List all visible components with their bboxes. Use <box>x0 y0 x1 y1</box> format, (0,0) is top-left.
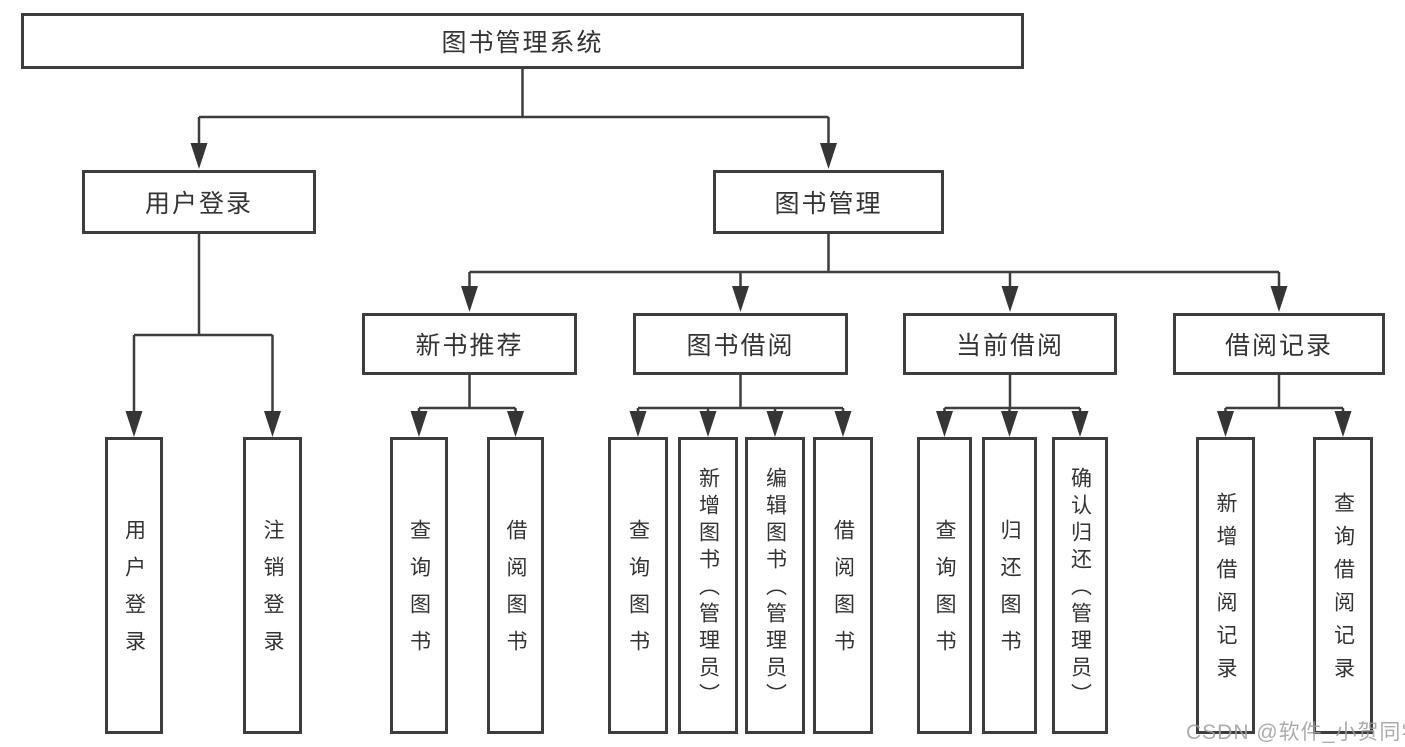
leaf-query-books-recommend-label: 查询图书 <box>407 518 431 667</box>
node-book-borrowing: 图书借阅 <box>633 313 848 375</box>
leaf-logout-label: 注销登录 <box>261 518 284 667</box>
leaf-query-books-current-label: 查询图书 <box>933 518 956 667</box>
arrowhead-icon <box>629 411 647 437</box>
arrowhead-icon <box>936 411 953 437</box>
arrowhead-icon <box>732 286 749 312</box>
watermark: CSDN @软件_小贺同学 <box>1186 721 1405 744</box>
leaf-user-login: 用户登录 <box>105 437 163 734</box>
leaf-add-borrow-record: 新增借阅记录 <box>1196 437 1255 734</box>
arrowhead-icon <box>834 411 852 437</box>
node-user-login-group: 用户登录 <box>82 170 316 234</box>
arrowhead-icon <box>1217 411 1234 437</box>
arrowhead-icon <box>699 411 717 437</box>
leaf-query-borrow-record-label: 查询借阅记录 <box>1331 492 1355 690</box>
leaf-query-borrow-record: 查询借阅记录 <box>1313 437 1373 734</box>
node-book-borrowing-label: 图书借阅 <box>686 332 795 360</box>
node-book-management-group: 图书管理 <box>713 170 944 234</box>
leaf-logout: 注销登录 <box>243 437 302 734</box>
leaf-borrow-books: 借阅图书 <box>813 437 873 734</box>
leaf-query-books-recommend: 查询图书 <box>390 437 448 734</box>
arrowhead-icon <box>264 411 281 437</box>
node-borrow-records: 借阅记录 <box>1173 313 1385 375</box>
leaf-confirm-return-admin: 确认归还（管理员） <box>1052 437 1108 734</box>
leaf-borrow-books-label: 借阅图书 <box>831 518 855 667</box>
connector-newbookrec-to-leaves <box>410 375 524 437</box>
leaf-return-book-label: 归还图书 <box>998 518 1021 667</box>
leaf-query-books-borrowing: 查询图书 <box>608 437 668 734</box>
arrowhead-icon <box>1071 411 1089 437</box>
leaf-user-login-label: 用户登录 <box>122 518 146 667</box>
leaf-edit-book-admin: 编辑图书（管理员） <box>745 437 805 734</box>
node-new-book-recommend: 新书推荐 <box>362 313 577 375</box>
arrowhead-icon <box>820 143 837 169</box>
arrowhead-icon <box>1001 411 1018 437</box>
connector-borrowrecords-to-leaves <box>1217 375 1352 437</box>
connector-currentborrow-to-leaves <box>936 375 1089 437</box>
connector-userlogin-to-leaves <box>125 234 281 437</box>
arrowhead-icon <box>507 411 524 437</box>
leaf-return-book: 归还图书 <box>982 437 1037 734</box>
node-root-label: 图书管理系统 <box>441 29 604 57</box>
connector-bookborrow-to-leaves <box>629 375 852 437</box>
node-root: 图书管理系统 <box>21 13 1024 69</box>
node-current-borrowing: 当前借阅 <box>903 313 1117 375</box>
leaf-add-book-admin-label: 新增图书（管理员） <box>696 466 720 710</box>
arrowhead-icon <box>190 143 208 169</box>
arrowhead-icon <box>1334 411 1352 437</box>
leaf-query-books-current: 查询图书 <box>917 437 972 734</box>
leaf-confirm-return-admin-label: 确认归还（管理员） <box>1068 466 1092 710</box>
node-new-book-recommend-label: 新书推荐 <box>415 332 524 360</box>
arrowhead-icon <box>125 411 143 437</box>
leaf-borrow-books-recommend-label: 借阅图书 <box>504 518 527 667</box>
node-book-management-group-label: 图书管理 <box>774 190 883 218</box>
arrowhead-icon <box>461 286 478 312</box>
leaf-query-books-borrowing-label: 查询图书 <box>626 518 650 667</box>
arrowhead-icon <box>1001 286 1019 312</box>
connector-bookmgmt-to-level3 <box>461 234 1288 312</box>
node-user-login-group-label: 用户登录 <box>144 190 253 218</box>
arrowhead-icon <box>1270 286 1288 312</box>
node-borrow-records-label: 借阅记录 <box>1224 332 1333 360</box>
arrowhead-icon <box>766 411 784 437</box>
node-current-borrowing-label: 当前借阅 <box>955 332 1064 360</box>
connector-root-to-level2 <box>190 69 837 169</box>
leaf-edit-book-admin-label: 编辑图书（管理员） <box>763 466 787 710</box>
arrowhead-icon <box>410 411 428 437</box>
leaf-borrow-books-recommend: 借阅图书 <box>487 437 544 734</box>
leaf-add-borrow-record-label: 新增借阅记录 <box>1214 492 1237 690</box>
leaf-add-book-admin: 新增图书（管理员） <box>678 437 738 734</box>
